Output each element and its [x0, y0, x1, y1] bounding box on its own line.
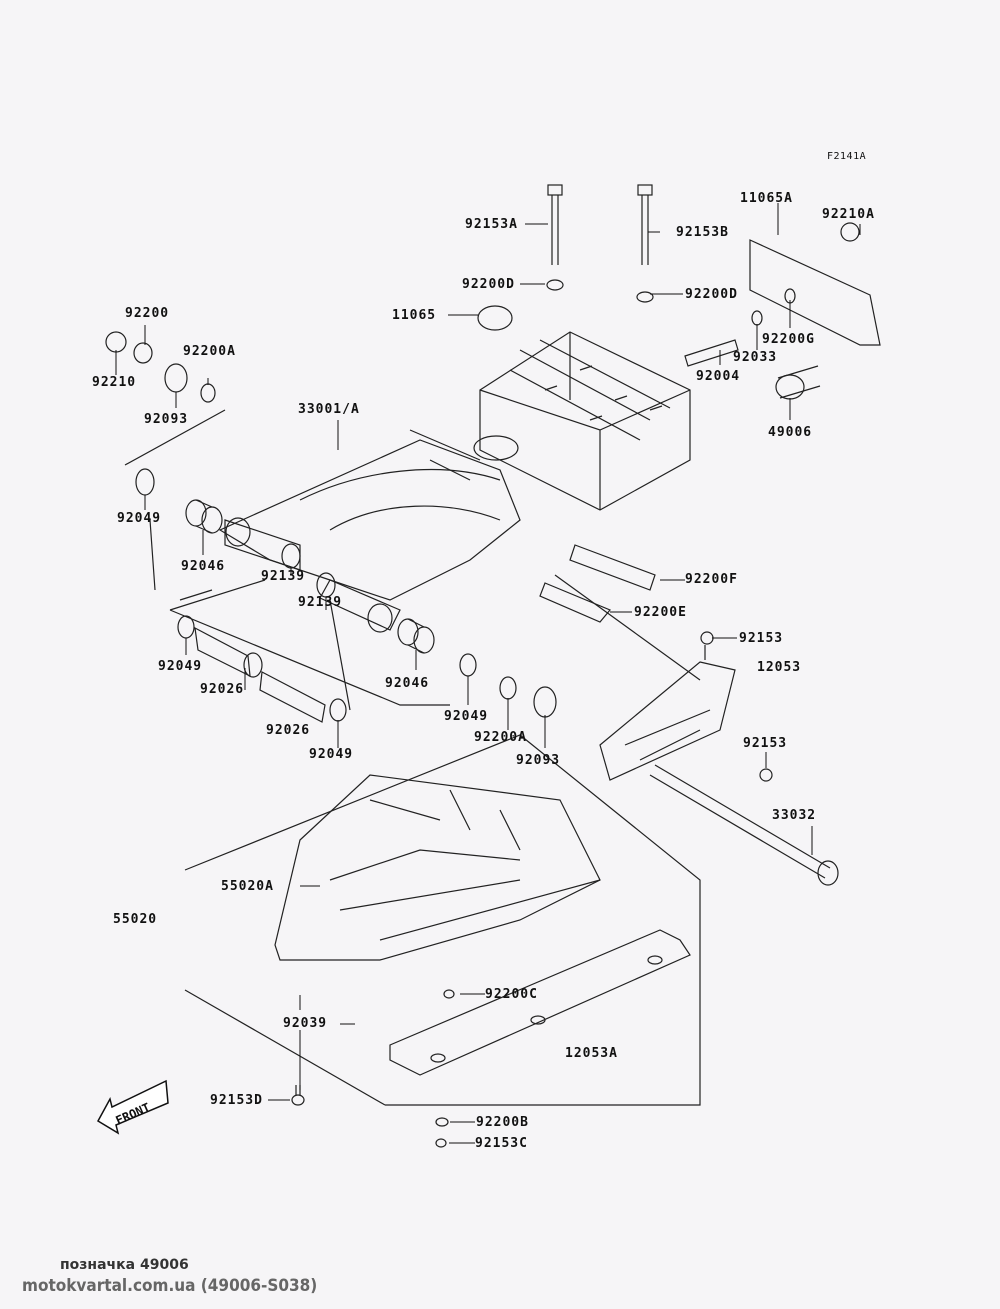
- part-label-92039[interactable]: 92039: [283, 1016, 328, 1031]
- part-label-11065[interactable]: 11065: [392, 308, 437, 323]
- part-label-33032[interactable]: 33032: [772, 808, 817, 823]
- part-label-92200D[interactable]: 92200D: [685, 287, 738, 302]
- part-label-92139[interactable]: 92139: [261, 569, 306, 584]
- part-label-92026[interactable]: 92026: [266, 723, 311, 738]
- part-label-92200C[interactable]: 92200C: [485, 987, 538, 1002]
- part-label-49006[interactable]: 49006: [768, 425, 813, 440]
- part-label-92049[interactable]: 92049: [309, 747, 354, 762]
- part-label-92004[interactable]: 92004: [696, 369, 741, 384]
- bushing-92046-2: [397, 618, 435, 654]
- cap-11065: [477, 305, 513, 331]
- part-label-92200B[interactable]: 92200B: [476, 1115, 529, 1130]
- part-label-92153[interactable]: 92153: [743, 736, 788, 751]
- part-label-92210A[interactable]: 92210A: [822, 207, 875, 222]
- guide-11065A: [749, 239, 881, 346]
- chain-guide-12053: [599, 661, 736, 781]
- bolt-92153B: [636, 184, 654, 303]
- part-label-92200G[interactable]: 92200G: [762, 332, 815, 347]
- caption-text: позначка 49006: [60, 1257, 189, 1273]
- part-label-12053A[interactable]: 12053A: [565, 1046, 618, 1061]
- part-label-92139[interactable]: 92139: [298, 595, 343, 610]
- stud-92004: [684, 339, 739, 367]
- part-label-55020A[interactable]: 55020A: [221, 879, 274, 894]
- part-label-92200F[interactable]: 92200F: [685, 572, 738, 587]
- part-label-92026[interactable]: 92026: [200, 682, 245, 697]
- axle-33032: [649, 764, 831, 879]
- part-label-11065A[interactable]: 11065A: [740, 191, 793, 206]
- part-label-92153[interactable]: 92153: [739, 631, 784, 646]
- part-label-92049[interactable]: 92049: [117, 511, 162, 526]
- site-watermark: motokvartal.com.ua (49006-S038): [22, 1276, 318, 1296]
- part-label-92153D[interactable]: 92153D: [210, 1093, 263, 1108]
- part-label-33001A[interactable]: 33001/A: [298, 402, 360, 417]
- part-label-92033[interactable]: 92033: [733, 350, 778, 365]
- bolt-92153A: [546, 184, 564, 291]
- part-label-92093[interactable]: 92093: [516, 753, 561, 768]
- part-label-92046[interactable]: 92046: [385, 676, 430, 691]
- part-label-92153C[interactable]: 92153C: [475, 1136, 528, 1151]
- part-label-92049[interactable]: 92049: [158, 659, 203, 674]
- boot-49006: [775, 365, 821, 400]
- figure-code: F2141A: [827, 151, 867, 162]
- part-label-92200A[interactable]: 92200A: [474, 730, 527, 745]
- part-label-92153B[interactable]: 92153B: [676, 225, 729, 240]
- slider-12053A: [389, 929, 691, 1076]
- part-label-92210[interactable]: 92210: [92, 375, 137, 390]
- part-label-12053[interactable]: 12053: [757, 660, 802, 675]
- part-label-55020[interactable]: 55020: [113, 912, 158, 927]
- swingarm-rear-box: [479, 331, 691, 511]
- bushing-92046-1: [185, 499, 223, 534]
- part-label-92200[interactable]: 92200: [125, 306, 170, 321]
- part-label-92049[interactable]: 92049: [444, 709, 489, 724]
- part-label-92200E[interactable]: 92200E: [634, 605, 687, 620]
- part-label-92046[interactable]: 92046: [181, 559, 226, 574]
- part-label-92093[interactable]: 92093: [144, 412, 189, 427]
- part-label-92200D[interactable]: 92200D: [462, 277, 515, 292]
- skid-plate-55020A: [274, 774, 601, 961]
- part-label-92153A[interactable]: 92153A: [465, 217, 518, 232]
- part-label-92200A[interactable]: 92200A: [183, 344, 236, 359]
- front-direction-arrow-icon: FRONT: [96, 1079, 169, 1135]
